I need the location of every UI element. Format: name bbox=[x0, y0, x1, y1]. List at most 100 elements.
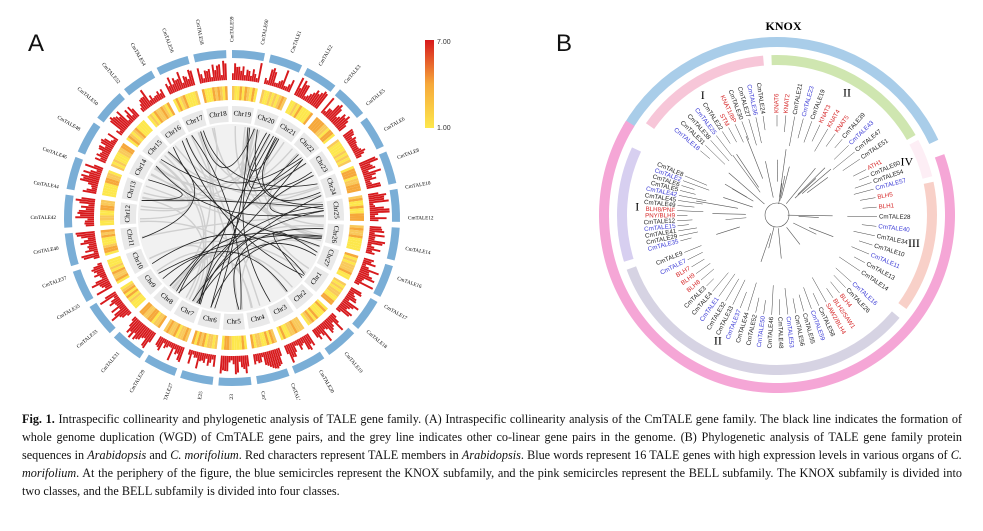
expression-bar bbox=[112, 116, 128, 130]
gene-label: CmTALE2 bbox=[318, 44, 335, 67]
wgd-link-black bbox=[162, 251, 288, 292]
expression-bar bbox=[96, 269, 105, 275]
tree-leaf-label: CmTALE49 bbox=[644, 199, 677, 209]
expression-bar bbox=[280, 70, 290, 90]
expression-bar bbox=[168, 85, 174, 94]
tree-internal-branch bbox=[798, 216, 819, 218]
tree-branch bbox=[732, 279, 746, 305]
expression-bar bbox=[301, 336, 311, 350]
expression-bar bbox=[80, 214, 95, 217]
expression-bar bbox=[109, 297, 121, 307]
gene-label: CmTALE12 bbox=[408, 215, 434, 221]
expression-bar bbox=[163, 338, 168, 344]
chromosome-outer-band bbox=[378, 151, 397, 185]
tree-internal-branch bbox=[728, 172, 765, 205]
density-heatmap-cell bbox=[198, 332, 205, 347]
expression-bar bbox=[87, 218, 95, 221]
tree-branch bbox=[739, 291, 747, 309]
tree-leaf-label: CmTALE15 bbox=[644, 223, 677, 233]
expression-bar bbox=[289, 342, 298, 358]
class-label: I bbox=[701, 88, 705, 102]
tree-internal-branch bbox=[806, 177, 829, 193]
gene-label: CmTALE6 bbox=[383, 116, 406, 133]
density-heatmap-cell bbox=[333, 277, 347, 287]
tree-branch bbox=[859, 175, 870, 181]
expression-bar bbox=[276, 80, 281, 89]
expression-bar bbox=[254, 353, 258, 362]
density-heatmap-cell bbox=[342, 170, 357, 178]
expression-bar bbox=[358, 272, 373, 280]
expression-bar bbox=[303, 335, 314, 351]
density-heatmap-cell bbox=[129, 291, 142, 303]
chromosome-label: Chr4 bbox=[250, 313, 266, 324]
collinearity-link-grey bbox=[262, 138, 324, 226]
expression-bar bbox=[184, 76, 190, 88]
expression-bar bbox=[176, 345, 182, 354]
expression-bar bbox=[87, 244, 97, 249]
density-heatmap-cell bbox=[263, 90, 271, 105]
expression-bar bbox=[369, 205, 376, 208]
density-heatmap-cell bbox=[179, 326, 188, 341]
expression-bar bbox=[364, 176, 377, 182]
density-heatmap-cell bbox=[314, 300, 327, 313]
expression-bar bbox=[194, 351, 201, 369]
tree-branch bbox=[680, 190, 696, 195]
density-heatmap-cell bbox=[100, 220, 115, 224]
expression-bar bbox=[319, 323, 326, 330]
density-heatmap-cell bbox=[170, 322, 179, 336]
density-heatmap-cell bbox=[293, 105, 303, 119]
expression-bar bbox=[242, 355, 246, 369]
expression-bar bbox=[165, 340, 171, 348]
chromosome-outer-band bbox=[77, 122, 101, 155]
density-heatmap-cell bbox=[100, 222, 115, 226]
density-heatmap-cell bbox=[172, 323, 181, 337]
expression-bar bbox=[311, 329, 319, 339]
expression-bar bbox=[355, 277, 363, 282]
density-heatmap-cell bbox=[122, 284, 136, 295]
gene-label: CmTALE60 bbox=[260, 19, 270, 46]
expression-bar bbox=[99, 280, 110, 287]
expression-bar bbox=[334, 117, 346, 128]
expression-bar bbox=[329, 108, 343, 122]
density-heatmap-cell bbox=[322, 292, 335, 304]
density-heatmap-cell bbox=[112, 158, 127, 168]
expression-bar bbox=[286, 83, 291, 92]
expression-bar bbox=[287, 79, 295, 93]
tree-branch bbox=[705, 145, 726, 165]
density-heatmap-cell bbox=[136, 125, 148, 137]
density-heatmap-cell bbox=[276, 95, 285, 110]
expression-bar bbox=[154, 95, 159, 102]
chromosome-ideogram bbox=[304, 266, 329, 292]
tree-branch bbox=[695, 263, 711, 274]
tree-branch bbox=[710, 140, 730, 162]
wgd-link-black bbox=[196, 243, 317, 304]
density-heatmap-cell bbox=[153, 312, 164, 326]
gene-label: CmTALE42 bbox=[30, 215, 56, 221]
expression-bar bbox=[222, 60, 226, 81]
expression-bar bbox=[114, 299, 122, 306]
expression-bar bbox=[365, 182, 372, 186]
density-heatmap-cell bbox=[100, 202, 115, 207]
expression-bar bbox=[293, 77, 305, 96]
knox-class-I-arc bbox=[645, 55, 764, 129]
expression-bar bbox=[364, 175, 373, 180]
density-heatmap-cell bbox=[226, 335, 230, 350]
tree-branch bbox=[851, 246, 870, 255]
density-heatmap-cell bbox=[112, 268, 127, 278]
expression-bar bbox=[369, 199, 389, 204]
expression-bar bbox=[271, 349, 280, 369]
collinearity-link-grey bbox=[169, 251, 293, 288]
density-heatmap-cell bbox=[347, 241, 362, 247]
expression-bar bbox=[211, 64, 216, 82]
expression-bar bbox=[366, 245, 375, 249]
density-heatmap-cell bbox=[333, 150, 347, 160]
caption-fig-label: Fig. 1. bbox=[22, 412, 55, 426]
density-heatmap-cell bbox=[110, 163, 125, 172]
density-heatmap-cell bbox=[331, 147, 346, 158]
density-heatmap-cell bbox=[339, 264, 354, 273]
density-heatmap-cell bbox=[349, 224, 364, 229]
chromosome-label: Chr18 bbox=[209, 109, 228, 119]
density-heatmap-cell bbox=[268, 92, 275, 107]
expression-bar bbox=[99, 152, 109, 159]
density-heatmap-cell bbox=[229, 335, 232, 350]
